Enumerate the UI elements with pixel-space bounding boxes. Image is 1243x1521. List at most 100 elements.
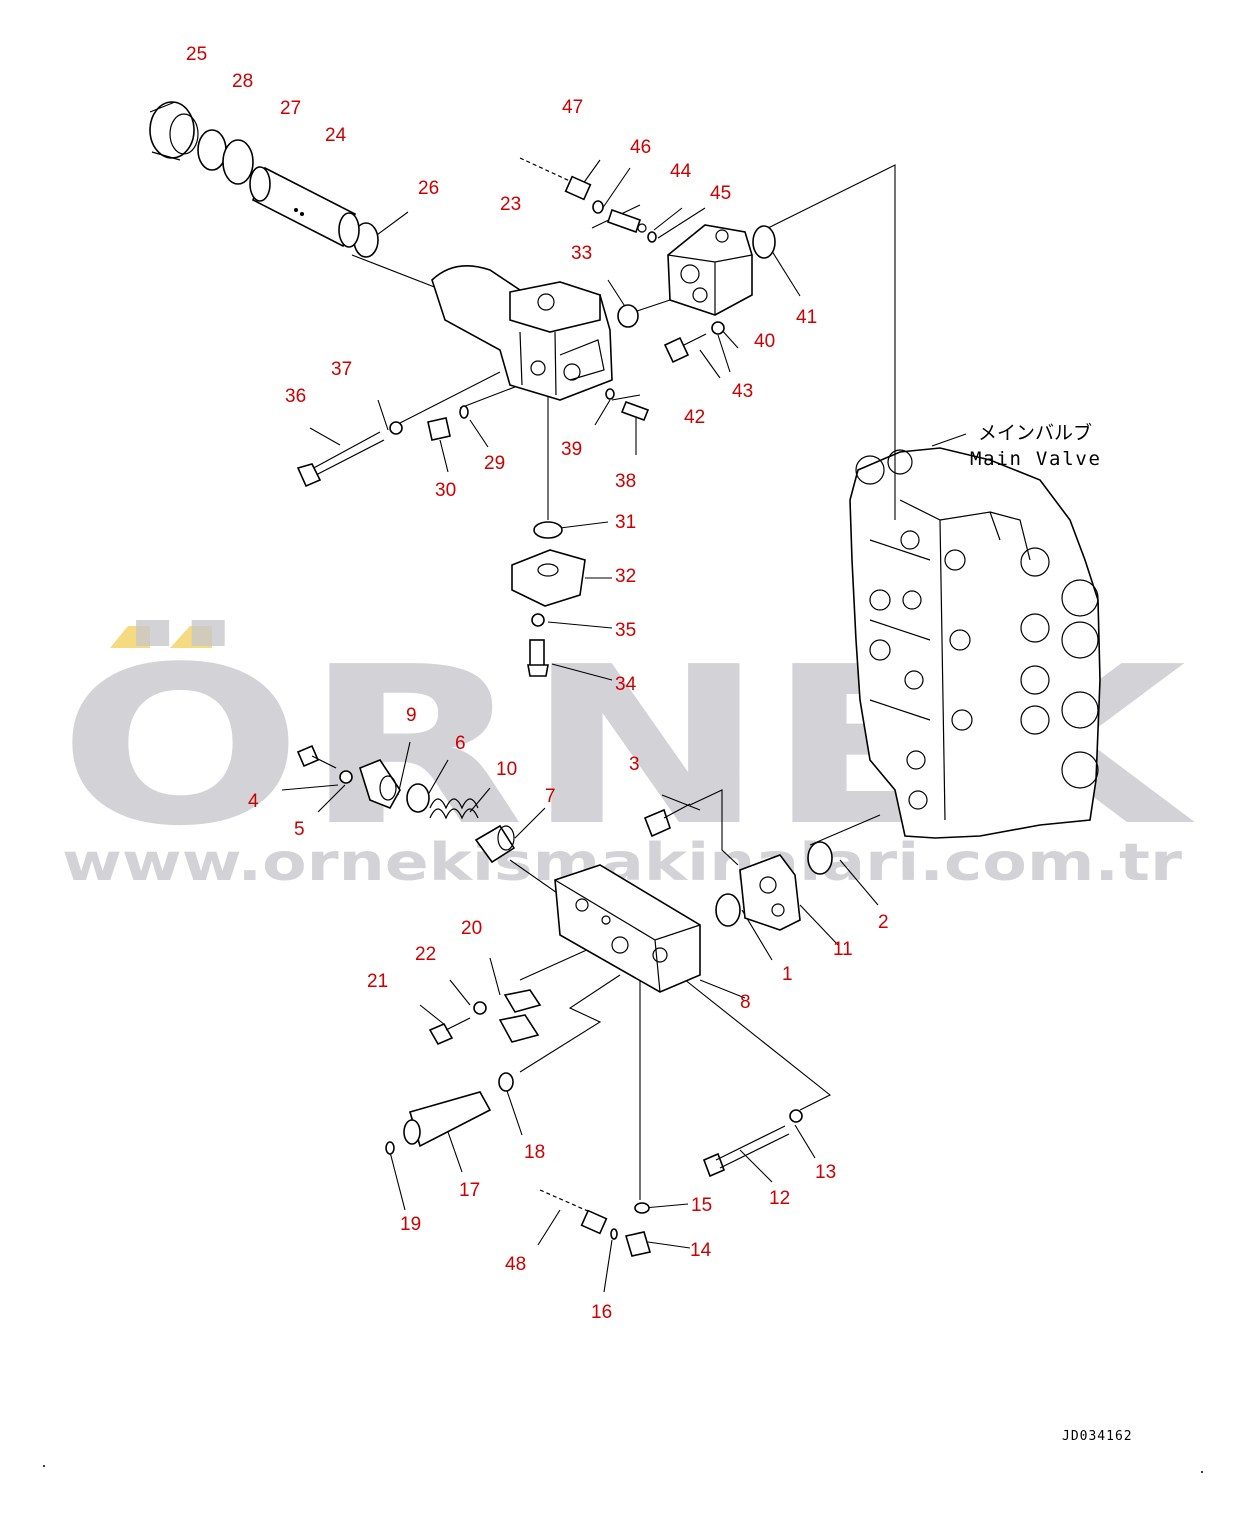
callout-label: 38 [615, 471, 636, 492]
part-cap-7 [474, 824, 516, 864]
part-o-ring-46 [592, 200, 604, 214]
part-block [667, 224, 753, 316]
part-sensor-38 [620, 400, 650, 422]
part-o-ring-45 [647, 231, 657, 243]
callout-label: 45 [710, 183, 731, 204]
callout-label: 4 [248, 791, 259, 812]
part-o-ring-19 [385, 1141, 395, 1155]
part-bolt-48 [539, 1189, 608, 1235]
part-ring-28 [197, 129, 227, 171]
callout-label: 31 [615, 512, 636, 533]
callout-label: 28 [232, 71, 253, 92]
leader-lines [281, 159, 896, 1293]
callout-label: 3 [629, 754, 640, 775]
part-o-ring-11 [715, 893, 741, 927]
callout-label: 43 [732, 381, 753, 402]
drawing-code: JD034162 [1062, 1429, 1133, 1444]
part-o-ring-39 [605, 388, 615, 400]
part-plate-1 [739, 854, 801, 931]
parts [149, 101, 833, 1257]
callout-label: 13 [815, 1162, 836, 1183]
part-o-ring-41 [752, 225, 776, 259]
callout-label: 7 [545, 786, 556, 807]
callout-label: 10 [496, 759, 517, 780]
part-washer-43 [711, 321, 725, 335]
callout-label: 8 [740, 992, 751, 1013]
part-bolt-47 [519, 157, 592, 201]
corner-mark [43, 1465, 45, 1467]
main-valve-assembly: メインバルブ Main Valve [849, 421, 1101, 839]
callout-label: 24 [325, 125, 347, 146]
watermark-accent-right [170, 626, 212, 648]
part-o-ring-2 [807, 841, 833, 875]
part-o-ring-29 [459, 405, 469, 419]
callout-label: 32 [615, 566, 636, 587]
part-o-ring-18 [498, 1072, 514, 1092]
part-valve-body [431, 264, 613, 401]
callout-label: 25 [186, 44, 207, 65]
callout-label: 16 [591, 1302, 612, 1323]
watermark-accent-left [110, 626, 150, 648]
callout-label: 12 [769, 1188, 790, 1209]
callout-label: 1 [782, 964, 793, 985]
callout-label: 39 [561, 439, 582, 460]
callout-label: 40 [754, 331, 775, 352]
callout-label: 37 [331, 359, 352, 380]
callout-label: 19 [400, 1214, 421, 1235]
callout-label: 15 [691, 1195, 712, 1216]
part-bolt-36 [296, 431, 385, 488]
main-valve-label-jp: メインバルブ [978, 421, 1092, 444]
part-bolt-21 [428, 1017, 471, 1046]
part-elbow-14 [624, 1231, 652, 1257]
callout-label: 14 [690, 1240, 712, 1261]
corner-mark [1201, 1471, 1203, 1473]
callout-label: 33 [571, 243, 592, 264]
part-spool [249, 166, 360, 248]
part-flange-32 [511, 549, 586, 607]
callout-label: 23 [500, 194, 521, 215]
callout-label: 22 [415, 944, 436, 965]
callout-label: 26 [418, 178, 439, 199]
part-plug [149, 101, 199, 161]
part-fitting-44 [606, 208, 647, 234]
part-clamp-20 [498, 989, 542, 1043]
part-bolt-4 [296, 744, 337, 769]
callout-label: 5 [294, 819, 305, 840]
callout-label: 41 [796, 307, 817, 328]
callout-label: 47 [562, 97, 583, 118]
part-bolt-34 [527, 639, 549, 677]
callout-label: 17 [459, 1180, 480, 1201]
part-plug-30 [427, 417, 451, 441]
callout-label: 2 [878, 912, 889, 933]
part-washer-5 [339, 770, 353, 784]
part-washer-37 [389, 421, 403, 435]
callout-label: 20 [461, 918, 482, 939]
part-sleeve-17 [403, 1091, 492, 1148]
callout-label: 30 [435, 480, 456, 501]
part-washer-13 [789, 1109, 803, 1123]
callout-label: 29 [484, 453, 505, 474]
part-washer-22 [473, 1001, 487, 1015]
part-cover-9 [359, 759, 401, 810]
part-o-ring-16 [610, 1228, 618, 1240]
callout-label: 48 [505, 1254, 526, 1275]
part-ring-27 [222, 139, 254, 185]
callout-label: 11 [833, 939, 853, 960]
callout-numbers: 25 28 27 24 26 23 47 46 44 45 33 41 40 3… [186, 44, 889, 1323]
callout-label: 42 [684, 407, 705, 428]
callout-label: 44 [670, 161, 692, 182]
part-bolt-12 [702, 1125, 790, 1178]
part-manifold-8 [554, 864, 701, 993]
callout-label: 9 [406, 705, 417, 726]
callout-label: 36 [285, 386, 306, 407]
part-o-ring-31 [533, 521, 563, 539]
part-bolt-42 [663, 333, 707, 364]
callout-label: 27 [280, 98, 301, 119]
main-valve-label-en: Main Valve [970, 448, 1100, 470]
part-o-ring-15 [634, 1202, 650, 1214]
callout-label: 46 [630, 137, 651, 158]
callout-label: 21 [367, 971, 388, 992]
callout-label: 6 [455, 733, 466, 754]
